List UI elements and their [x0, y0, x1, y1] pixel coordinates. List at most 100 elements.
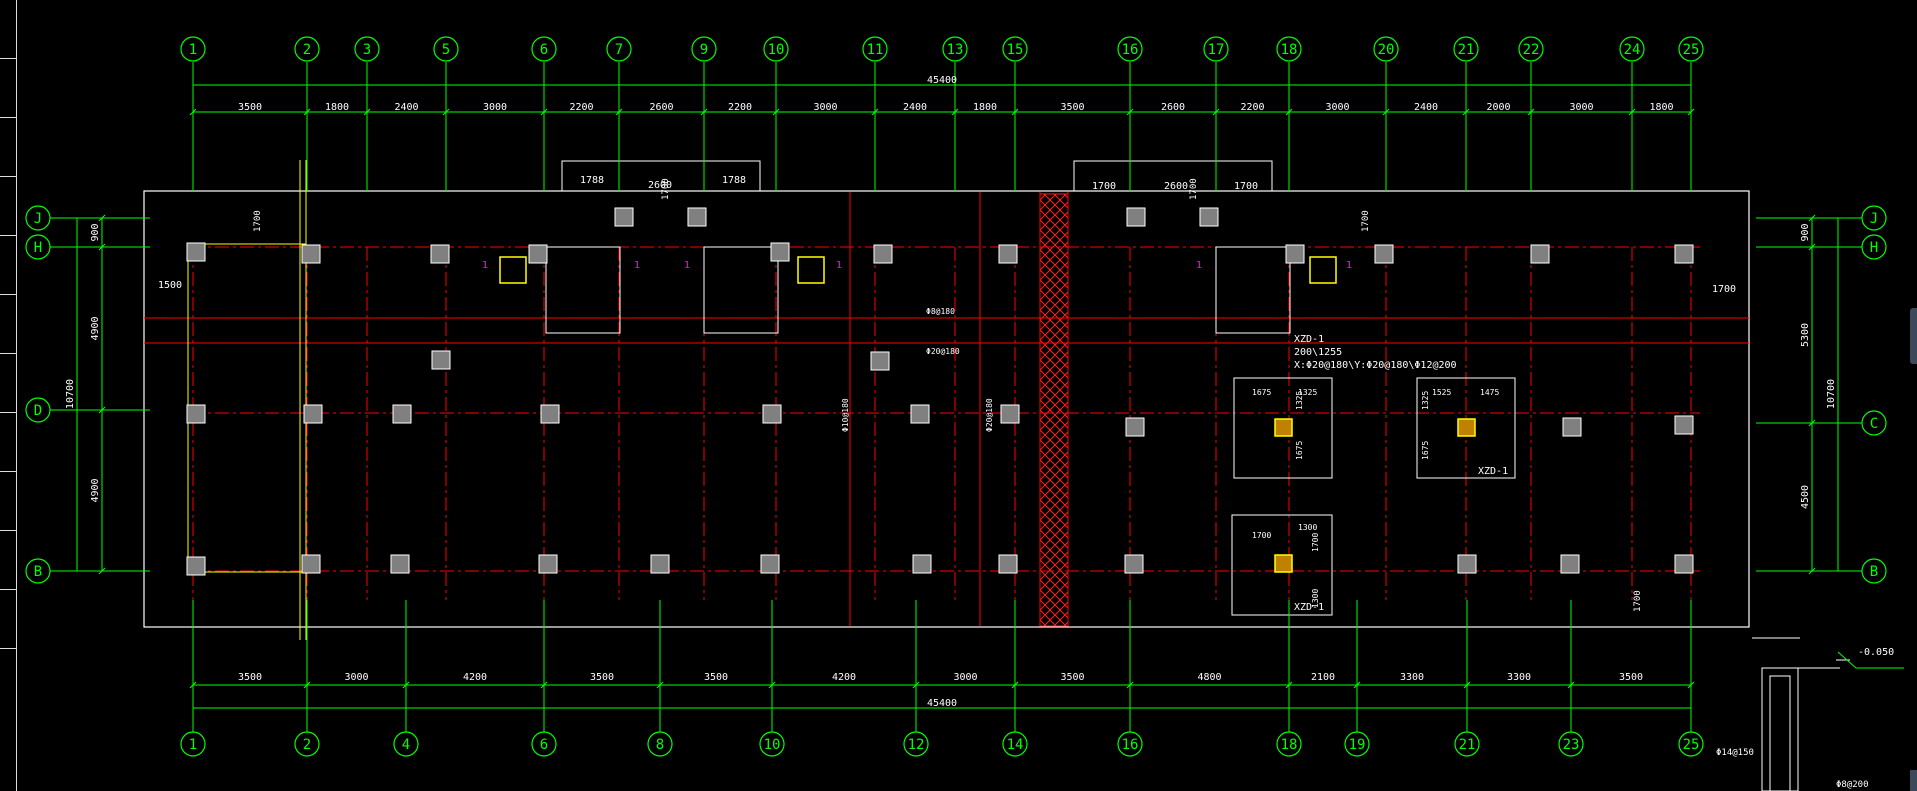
- axis-bubble-top[interactable]: 18: [1276, 36, 1302, 62]
- axis-bubble-bottom[interactable]: 10: [759, 731, 785, 757]
- column-block[interactable]: [1562, 417, 1582, 437]
- column-block[interactable]: [528, 244, 548, 264]
- axis-bubble-bottom[interactable]: 1: [180, 731, 206, 757]
- pit-left-dim-3: 1788: [722, 175, 746, 186]
- axis-bubble-bottom[interactable]: 14: [1002, 731, 1028, 757]
- axis-label: 1: [189, 42, 197, 58]
- axis-bubble-left[interactable]: D: [25, 397, 51, 423]
- column-block[interactable]: [1457, 554, 1477, 574]
- axis-right: JH C B: [1756, 205, 1887, 584]
- axis-bubble-bottom[interactable]: 25: [1678, 731, 1704, 757]
- column-block[interactable]: [1530, 244, 1550, 264]
- axis-bubble-left[interactable]: H: [25, 234, 51, 260]
- axis-bubble-left[interactable]: J: [25, 205, 51, 231]
- right-panel-handle-bottom[interactable]: [1910, 770, 1917, 791]
- column-block[interactable]: [910, 404, 930, 424]
- axis-bubble-top[interactable]: 20: [1373, 36, 1399, 62]
- axis-bubble-bottom[interactable]: 19: [1344, 731, 1370, 757]
- column-block[interactable]: [1674, 554, 1694, 574]
- column-block[interactable]: [392, 404, 412, 424]
- column-block[interactable]: [762, 404, 782, 424]
- axis-bubble-top[interactable]: 13: [942, 36, 968, 62]
- dimension-text: 3000: [813, 102, 837, 113]
- column-block[interactable]: [770, 242, 790, 262]
- axis-bubble-bottom[interactable]: 12: [903, 731, 929, 757]
- column-block[interactable]: [1285, 244, 1305, 264]
- column-block[interactable]: [1674, 415, 1694, 435]
- column-block[interactable]: [301, 244, 321, 264]
- column-block[interactable]: [1000, 404, 1020, 424]
- dimension-text: 3500: [590, 672, 614, 683]
- column-block[interactable]: [873, 244, 893, 264]
- column-block[interactable]: [1199, 207, 1219, 227]
- axis-bubble-top[interactable]: 22: [1518, 36, 1544, 62]
- column-block[interactable]: [1674, 244, 1694, 264]
- axis-bubble-top[interactable]: 3: [354, 36, 380, 62]
- axis-bubble-top[interactable]: 2: [294, 36, 320, 62]
- axis-bubble-bottom[interactable]: 23: [1558, 731, 1584, 757]
- axis-label: 10: [764, 737, 781, 753]
- axis-label: 23: [1563, 737, 1580, 753]
- axis-bubble-top[interactable]: 1: [180, 36, 206, 62]
- axis-label: 22: [1523, 42, 1540, 58]
- column-block[interactable]: [186, 556, 206, 576]
- axis-bubble-top[interactable]: 24: [1619, 36, 1645, 62]
- column-block[interactable]: [1125, 417, 1145, 437]
- axis-bubble-top[interactable]: 7: [606, 36, 632, 62]
- column-block[interactable]: [998, 244, 1018, 264]
- axis-bubble-top[interactable]: 25: [1678, 36, 1704, 62]
- column-block[interactable]: [186, 404, 206, 424]
- column-block[interactable]: [538, 554, 558, 574]
- column-block[interactable]: [687, 207, 707, 227]
- axis-bubble-top[interactable]: 16: [1117, 36, 1143, 62]
- column-block[interactable]: [431, 350, 451, 370]
- axis-bubble-top[interactable]: 17: [1203, 36, 1229, 62]
- dimension-text: 3500: [704, 672, 728, 683]
- axis-bubble-top[interactable]: 6: [531, 36, 557, 62]
- column-block[interactable]: [1374, 244, 1394, 264]
- axis-bubble-bottom[interactable]: 6: [531, 731, 557, 757]
- axis-label: 4: [402, 737, 410, 753]
- axis-bubble-right[interactable]: J: [1861, 205, 1887, 231]
- column-block[interactable]: [1124, 554, 1144, 574]
- axis-bubble-bottom[interactable]: 2: [294, 731, 320, 757]
- axis-bubble-top[interactable]: 11: [862, 36, 888, 62]
- column-block[interactable]: [390, 554, 410, 574]
- axis-bubble-top[interactable]: 5: [433, 36, 459, 62]
- beam-label-c: Φ10@180: [841, 398, 850, 432]
- right-panel-handle[interactable]: [1910, 308, 1917, 364]
- axis-bubble-bottom[interactable]: 18: [1276, 731, 1302, 757]
- column-block[interactable]: [303, 404, 323, 424]
- axis-bubble-bottom[interactable]: 21: [1454, 731, 1480, 757]
- dimension-text: 2000: [1486, 102, 1510, 113]
- axis-bubble-top[interactable]: 10: [763, 36, 789, 62]
- cap2-b: 1475: [1480, 388, 1499, 397]
- column-block[interactable]: [186, 242, 206, 262]
- column-block[interactable]: [1126, 207, 1146, 227]
- column-block[interactable]: [540, 404, 560, 424]
- column-block[interactable]: [1560, 554, 1580, 574]
- column-block[interactable]: [870, 351, 890, 371]
- section-marker: 1: [482, 260, 488, 271]
- axis-bubble-top[interactable]: 21: [1453, 36, 1479, 62]
- dimension-text: 2100: [1311, 672, 1335, 683]
- column-block[interactable]: [760, 554, 780, 574]
- axis-label: 9: [700, 42, 708, 58]
- column-block[interactable]: [301, 554, 321, 574]
- axis-bubble-right[interactable]: C: [1861, 410, 1887, 436]
- axis-bubble-right[interactable]: B: [1861, 558, 1887, 584]
- left-toolbar-strip[interactable]: [0, 0, 17, 791]
- axis-bubble-left[interactable]: B: [25, 558, 51, 584]
- axis-bubble-top[interactable]: 9: [691, 36, 717, 62]
- axis-bubble-top[interactable]: 15: [1002, 36, 1028, 62]
- column-block[interactable]: [614, 207, 634, 227]
- column-block[interactable]: [912, 554, 932, 574]
- axis-bubble-right[interactable]: H: [1861, 234, 1887, 260]
- column-block[interactable]: [650, 554, 670, 574]
- column-block[interactable]: [998, 554, 1018, 574]
- column-block[interactable]: [430, 244, 450, 264]
- axis-bubble-bottom[interactable]: 16: [1117, 731, 1143, 757]
- axis-bubble-bottom[interactable]: 8: [647, 731, 673, 757]
- axis-bubble-bottom[interactable]: 4: [393, 731, 419, 757]
